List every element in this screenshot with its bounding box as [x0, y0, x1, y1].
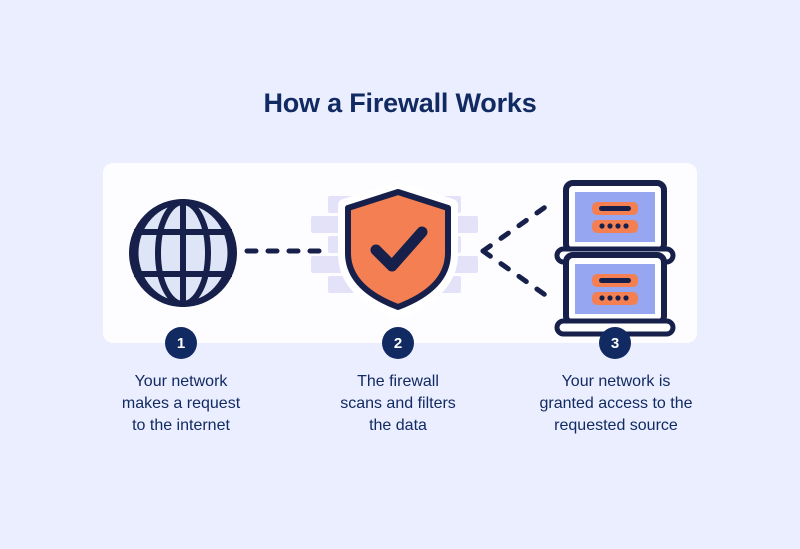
step-caption-1: Your network makes a request to the inte…: [81, 371, 281, 437]
caption-line: granted access to the: [539, 395, 693, 412]
caption-line: The firewall: [357, 373, 439, 390]
caption-line: Your network: [134, 373, 228, 390]
diagram-card: [103, 163, 697, 343]
page-title: How a Firewall Works: [263, 88, 537, 118]
caption-line: scans and filters: [340, 395, 456, 412]
step-caption-2: The firewall scans and filters the data: [298, 371, 498, 437]
caption-line: makes a request: [121, 395, 241, 412]
step-badge-2: 2: [382, 327, 414, 359]
caption-line: Your network is: [561, 373, 671, 390]
caption-line: requested source: [554, 417, 678, 434]
step-badge-1: 1: [165, 327, 197, 359]
caption-line: the data: [369, 417, 427, 434]
step-badge-3: 3: [599, 327, 631, 359]
caption-line: to the internet: [132, 417, 230, 434]
step-caption-3: Your network is granted access to the re…: [500, 371, 732, 437]
